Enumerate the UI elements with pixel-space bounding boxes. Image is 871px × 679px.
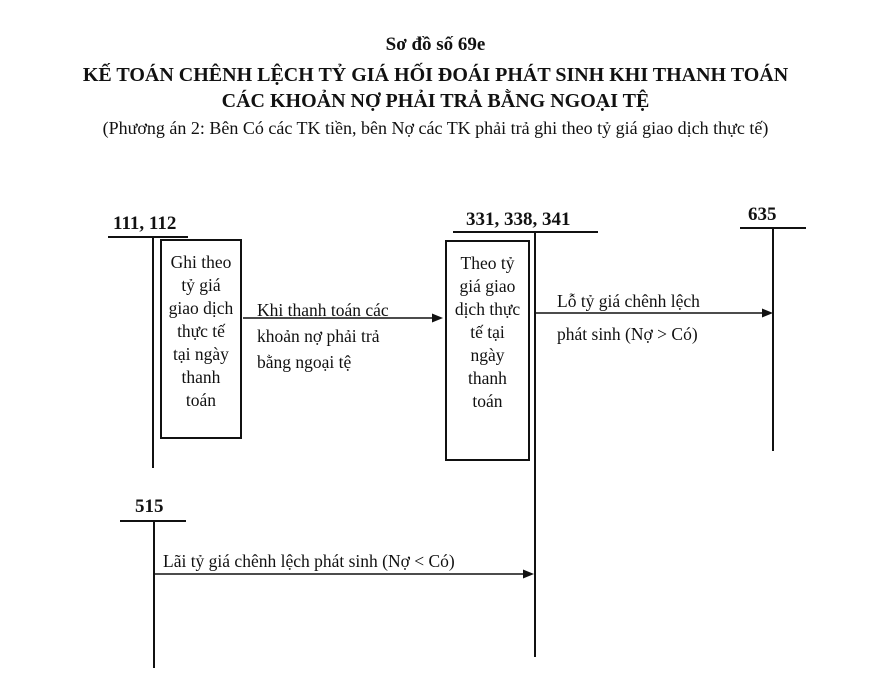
arrow-gain-head xyxy=(523,569,534,579)
box-mid-line: tế tại xyxy=(470,322,505,342)
box-left-line: giao dịch xyxy=(168,298,234,318)
account-515-axis xyxy=(153,520,155,668)
account-111-112-axis xyxy=(152,236,154,468)
box-mid-line: giá giao xyxy=(459,276,516,296)
box-left-line: tại ngày xyxy=(173,344,229,364)
box-left-line: thanh xyxy=(181,367,221,387)
flow-loss-label-1: Lỗ tỷ giá chênh lệch xyxy=(557,291,700,311)
account-331-338-341-label: 331, 338, 341 xyxy=(466,209,571,230)
arrow-loss-head xyxy=(762,308,773,318)
box-left-line: Ghi theo xyxy=(170,252,232,272)
box-left-note: Ghi theo tỷ giá giao dịch thực tế tại ng… xyxy=(160,239,242,439)
account-635-label: 635 xyxy=(748,204,777,225)
flow-payment-label-1: Khi thanh toán các xyxy=(257,300,389,320)
box-mid-line: ngày xyxy=(470,345,505,365)
flow-gain-label: Lãi tỷ giá chênh lệch phát sinh (Nợ < Có… xyxy=(163,551,455,571)
diagram-title-line2: CÁC KHOẢN NỢ PHẢI TRẢ BẰNG NGOẠI TỆ xyxy=(221,90,650,112)
flow-payment-label-2: khoản nợ phải trả xyxy=(257,326,380,346)
diagram-title-line1: KẾ TOÁN CHÊNH LỆCH TỶ GIÁ HỐI ĐOÁI PHÁT … xyxy=(82,64,789,86)
box-mid-line: toán xyxy=(472,391,503,411)
box-mid-line: thanh xyxy=(468,368,507,388)
box-mid-line: Theo tỷ xyxy=(460,253,515,273)
box-mid-line: dịch thực xyxy=(454,299,521,319)
box-left-line: toán xyxy=(185,390,217,410)
account-331-axis xyxy=(534,231,536,657)
diagram-subtitle: (Phương án 2: Bên Có các TK tiền, bên Nợ… xyxy=(102,118,769,138)
flow-payment-label-3: bằng ngoại tệ xyxy=(257,352,352,372)
account-331-header-line xyxy=(453,231,598,233)
arrow-payment-head xyxy=(432,313,443,323)
account-111-112-label: 111, 112 xyxy=(113,213,177,234)
box-left-line: tỷ giá xyxy=(181,275,221,295)
diagram-number: Sơ đồ số 69e xyxy=(385,34,486,55)
account-111-112-header-line xyxy=(108,236,188,238)
account-515-label: 515 xyxy=(135,496,164,517)
account-635-axis xyxy=(772,227,774,451)
flow-loss-label-2: phát sinh (Nợ > Có) xyxy=(557,324,698,344)
box-left-line: thực tế xyxy=(177,321,225,341)
box-mid-note: Theo tỷ giá giao dịch thực tế tại ngày t… xyxy=(445,240,530,461)
